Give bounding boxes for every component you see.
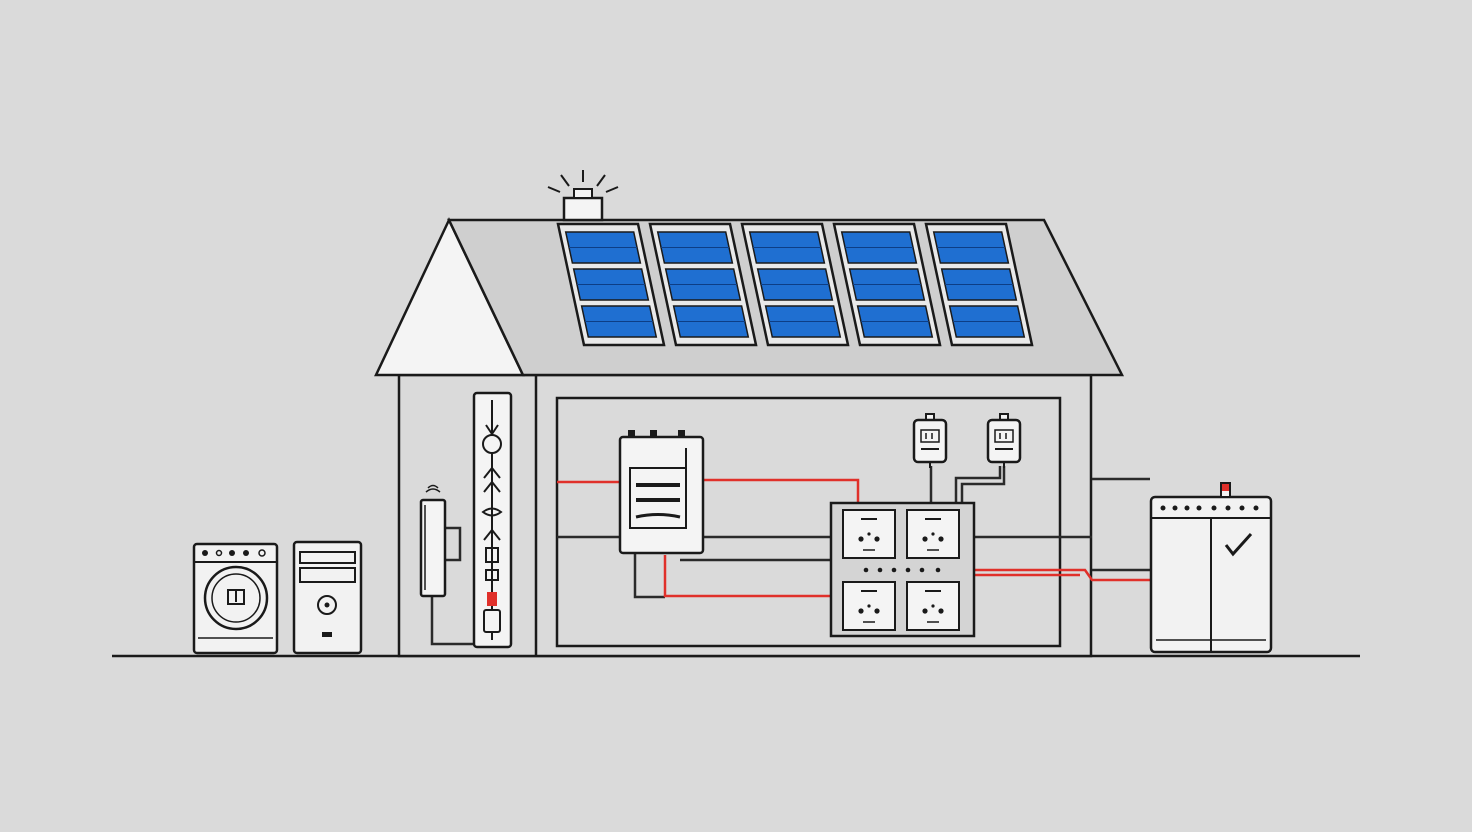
chimney-light-icon [547,170,619,222]
dark-wire-loop [633,553,665,599]
indicator-dots [863,567,941,573]
outlet-icon [906,509,960,559]
solar-panel [648,222,758,347]
solar-panel [556,222,666,347]
outlet-icon [906,581,960,631]
meter-icon [912,413,948,468]
outlet-grid [842,509,960,631]
dark-wire-riser-top [445,526,462,562]
meter-icon [986,413,1022,468]
utility-room [555,396,1062,648]
inverter [618,430,705,555]
heater-icon [292,540,363,655]
dark-wire-meter-b [960,466,1006,503]
outlet-icon [842,509,896,559]
solar-panel [924,222,1034,347]
meter-group [912,413,1022,468]
battery-red-terminal [1222,484,1229,491]
conduit-riser [472,391,513,649]
distribution-panel [829,501,976,638]
wall-heater [419,484,447,598]
riser-valve-icon [482,434,502,454]
red-wire-inverter-combiner [703,478,860,503]
solar-panel-array [556,222,1034,347]
dark-wire-meter-c [954,466,1002,503]
riser-red-indicator [487,592,497,606]
red-wire-right [974,568,1150,582]
solar-panel [740,222,850,347]
red-wire-return [663,555,831,598]
inverter-display [629,467,687,529]
wifi-icon [425,484,441,493]
outlet-icon [842,581,896,631]
dark-wire-riser [430,596,483,646]
house-wall [397,373,1093,658]
battery-storage-icon [1149,482,1273,654]
checkmark-icon [1224,532,1253,557]
solar-panel [832,222,942,347]
wiring [430,466,1150,646]
washing-machine-icon [192,542,279,655]
